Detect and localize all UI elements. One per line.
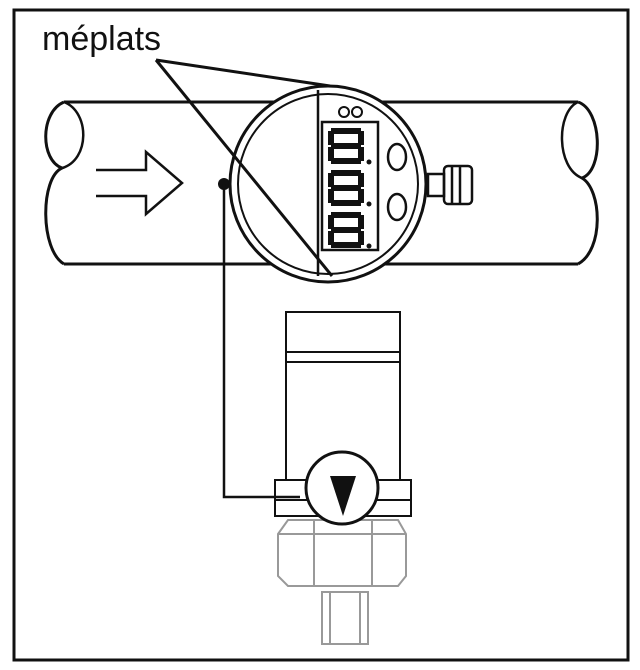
connector-icon (426, 164, 474, 206)
digit-segment (331, 128, 361, 134)
decimal-point (366, 243, 372, 249)
seven-segment-digits (328, 128, 372, 249)
digit-segment (331, 200, 361, 206)
digit-segment (331, 170, 361, 176)
digit-segment (328, 231, 334, 245)
digit-segment (331, 158, 361, 164)
display-head (228, 84, 474, 284)
decimal-point (366, 159, 372, 165)
digit-segment (331, 242, 361, 248)
head-inner-ring (237, 93, 419, 275)
down-triangle-icon (330, 476, 356, 516)
digit-segment (331, 227, 361, 233)
digit-segment (328, 215, 334, 229)
digit-segment (328, 173, 334, 187)
digit-segment (331, 185, 361, 191)
digit-segment (331, 212, 361, 218)
digit-segment (358, 147, 364, 161)
decimal-point (366, 201, 372, 207)
digit-segment (358, 231, 364, 245)
digit-segment (331, 143, 361, 149)
led-icon (351, 106, 363, 118)
digit-segment (358, 131, 364, 145)
pipe-right-end (577, 100, 599, 266)
digit-segment (328, 131, 334, 145)
flow-arrow (96, 149, 184, 217)
digit-segment (358, 189, 364, 203)
digit-segment (328, 147, 334, 161)
pipe-left-end (44, 100, 66, 266)
push-button-top (386, 142, 408, 172)
digit-segment (328, 189, 334, 203)
digit-segment (358, 215, 364, 229)
outer-frame (12, 8, 630, 662)
hex-nut (277, 519, 407, 587)
led-icon (338, 106, 350, 118)
meplats-leader-lines (154, 58, 334, 277)
push-button-bottom (386, 192, 408, 222)
threaded-stem (321, 591, 369, 645)
meplats-label: méplats (42, 20, 161, 58)
digit-segment (358, 173, 364, 187)
